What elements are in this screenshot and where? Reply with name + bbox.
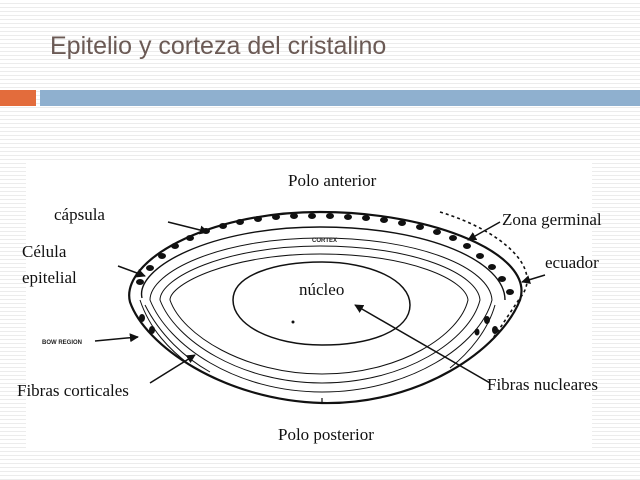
arrow-ecuador <box>521 274 546 284</box>
slide-title: Epitelio y corteza del cristalino <box>50 32 387 60</box>
accent-bar-blue <box>40 90 640 106</box>
label-polo-posterior: Polo posterior <box>278 425 374 444</box>
arrow-zona-germinal <box>467 221 501 241</box>
lens-nucleus <box>232 261 411 346</box>
label-zona-germinal: Zona germinal <box>502 210 602 229</box>
epithelial-cells <box>136 213 514 295</box>
label-bow-region: BOW REGION <box>42 340 82 346</box>
arrow-fibras-nucleares <box>354 304 491 384</box>
arrow-bow-region <box>94 333 139 343</box>
label-cortex: CORTEX <box>312 238 337 244</box>
accent-bar-orange <box>0 90 36 106</box>
label-capsula: cápsula <box>54 205 105 224</box>
equator-dashed-arc <box>439 211 528 343</box>
label-ecuador: ecuador <box>545 253 599 272</box>
arrow-celula-epitelial <box>117 265 146 278</box>
cortical-fibers <box>139 237 496 393</box>
label-fibras-nucleares: Fibras nucleares <box>487 375 598 394</box>
nucleus-dot <box>291 320 295 324</box>
label-polo-anterior: Polo anterior <box>288 171 377 190</box>
label-celula: Célula <box>22 242 67 261</box>
label-fibras-corticales: Fibras corticales <box>17 381 129 400</box>
arrow-capsula <box>167 221 209 235</box>
label-epitelial: epitelial <box>22 268 77 287</box>
bow-region-cells <box>139 314 498 336</box>
epithelium-inner-line <box>140 226 506 301</box>
arrow-fibras-corticales <box>149 354 196 384</box>
label-nucleo: núcleo <box>299 280 344 299</box>
